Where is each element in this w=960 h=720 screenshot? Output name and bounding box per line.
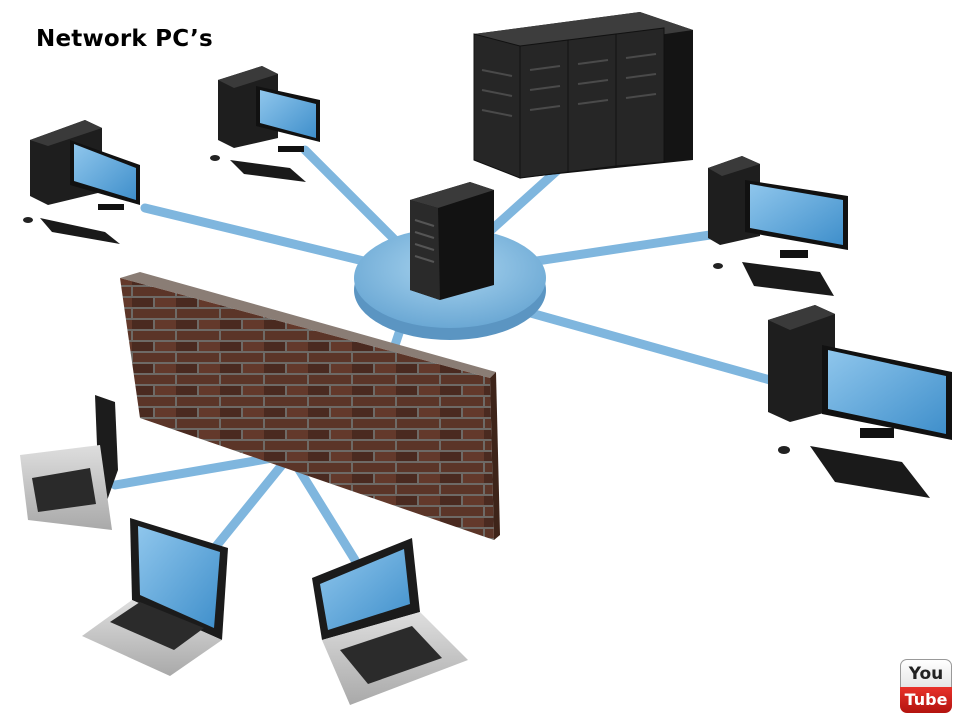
workstation-top — [210, 66, 320, 182]
laptop-bottom-left — [82, 518, 228, 676]
workstation-far-right — [768, 305, 952, 498]
laptop-left — [20, 395, 118, 530]
youtube-badge-top: You — [900, 659, 952, 687]
central-server — [410, 182, 494, 300]
laptop-bottom-middle — [312, 538, 468, 705]
slide-title: Network PC’s — [36, 26, 213, 52]
firewall-wall — [120, 272, 500, 540]
workstation-top-left — [23, 120, 140, 244]
youtube-badge-bottom: Tube — [900, 687, 952, 713]
server-rack — [473, 12, 693, 179]
youtube-badge[interactable]: You Tube — [900, 659, 952, 713]
workstation-right — [708, 156, 848, 296]
